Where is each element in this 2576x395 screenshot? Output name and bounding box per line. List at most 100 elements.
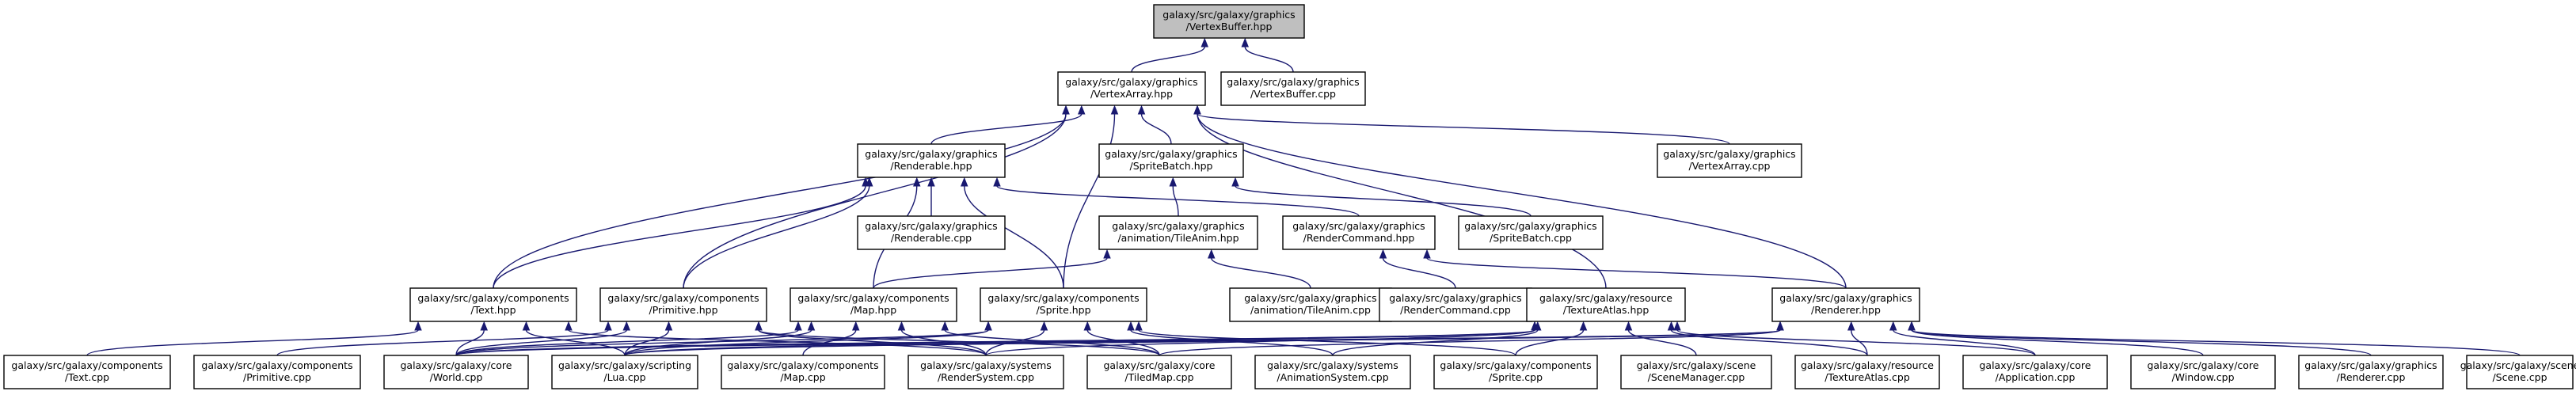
file-node-renderer-cpp[interactable]: galaxy/src/galaxy/graphics/Renderer.cpp	[2298, 355, 2444, 389]
edge-arrowhead	[1208, 249, 1216, 259]
node-path-label: galaxy/src/galaxy/scene	[2460, 359, 2576, 371]
edge-line	[1515, 329, 1585, 356]
edge-line	[1197, 113, 1847, 289]
file-node-renderer-hpp[interactable]: galaxy/src/galaxy/graphics/Renderer.hpp	[1771, 287, 1920, 322]
edge-arrowhead	[794, 321, 802, 331]
file-node-tileanim-cpp[interactable]: galaxy/src/galaxy/graphics/animation/Til…	[1229, 287, 1392, 322]
dependency-edge-vb_cpp-to-vb_hpp	[1241, 37, 1294, 73]
edge-arrowhead	[1667, 321, 1676, 331]
node-file-label: /World.cpp	[430, 371, 483, 383]
edge-arrowhead	[1193, 104, 1201, 115]
node-path-label: galaxy/src/galaxy/components	[727, 359, 878, 371]
node-path-label: galaxy/src/galaxy/graphics	[1162, 9, 1295, 21]
edge-arrowhead	[522, 321, 531, 331]
node-file-label: /animation/TileAnim.cpp	[1250, 304, 1371, 316]
node-box	[2466, 355, 2574, 389]
dependency-edge-world_cpp-to-map_hpp	[455, 321, 802, 356]
file-node-sprite-cpp[interactable]: galaxy/src/galaxy/components/Sprite.cpp	[1433, 355, 1598, 389]
node-file-label: /VertexBuffer.cpp	[1250, 88, 1336, 100]
file-node-va-hpp[interactable]: galaxy/src/galaxy/graphics/VertexArray.h…	[1057, 71, 1206, 106]
node-file-label: /VertexArray.cpp	[1689, 160, 1771, 172]
file-node-atlas-hpp[interactable]: galaxy/src/galaxy/resource/TextureAtlas.…	[1526, 287, 1686, 322]
edge-line	[455, 329, 485, 356]
dependency-edge-tileanim-to-spritebatch	[1169, 177, 1179, 217]
edge-line	[1211, 257, 1311, 289]
file-node-lua-cpp[interactable]: galaxy/src/galaxy/scripting/Lua.cpp	[551, 355, 698, 389]
file-node-tiledmap-cpp[interactable]: galaxy/src/galaxy/core/TiledMap.cpp	[1086, 355, 1232, 389]
file-node-window-cpp[interactable]: galaxy/src/galaxy/core/Window.cpp	[2130, 355, 2276, 389]
node-box	[1098, 143, 1244, 178]
file-node-spritebatch-cpp[interactable]: galaxy/src/galaxy/graphics/SpriteBatch.c…	[1458, 215, 1604, 250]
nodes-layer: galaxy/src/galaxy/graphics/VertexBuffer.…	[3, 4, 2576, 389]
file-node-world-cpp[interactable]: galaxy/src/galaxy/core/World.cpp	[383, 355, 529, 389]
node-file-label: /Map.hpp	[850, 304, 896, 316]
node-file-label: /Renderer.cpp	[2337, 371, 2406, 383]
edge-line	[1911, 329, 2372, 356]
edge-arrowhead	[1534, 321, 1542, 331]
file-node-scenemgr-cpp[interactable]: galaxy/src/galaxy/scene/SceneManager.cpp	[1620, 355, 1772, 389]
file-node-sprite-hpp[interactable]: galaxy/src/galaxy/components/Sprite.hpp	[980, 287, 1147, 322]
edge-line	[1197, 113, 1730, 145]
dependency-edge-animsys_cpp-to-atlas_hpp	[1332, 321, 1542, 356]
edge-arrowhead	[1127, 321, 1135, 331]
file-node-rendercmd-cpp[interactable]: galaxy/src/galaxy/graphics/RenderCommand…	[1379, 287, 1532, 322]
file-node-primitive-cpp[interactable]: galaxy/src/galaxy/components/Primitive.c…	[193, 355, 361, 389]
file-node-text-hpp[interactable]: galaxy/src/galaxy/components/Text.hpp	[409, 287, 577, 322]
edge-arrowhead	[1078, 104, 1086, 115]
dependency-edge-sprite_hpp-to-va_hpp	[1063, 104, 1119, 289]
node-box	[409, 287, 577, 322]
file-node-spritebatch[interactable]: galaxy/src/galaxy/graphics/SpriteBatch.h…	[1098, 143, 1244, 178]
node-file-label: /Scene.cpp	[2492, 371, 2547, 383]
dependency-edge-spritebatch_cpp-to-spritebatch	[1231, 177, 1532, 217]
file-node-app-cpp[interactable]: galaxy/src/galaxy/core/Application.cpp	[1962, 355, 2108, 389]
edge-line	[964, 185, 1064, 289]
node-box	[1254, 355, 1411, 389]
dependency-edge-sprite_cpp-to-atlas_hpp	[1515, 321, 1588, 356]
edge-arrowhead	[993, 177, 1001, 187]
node-path-label: galaxy/src/galaxy/core	[1979, 359, 2091, 371]
node-box	[1086, 355, 1232, 389]
node-file-label: /Renderer.hpp	[1811, 304, 1881, 316]
node-path-label: galaxy/src/galaxy/resource	[1801, 359, 1934, 371]
file-node-scene-cpp[interactable]: galaxy/src/galaxy/scene/Scene.cpp	[2460, 355, 2576, 389]
node-box	[551, 355, 698, 389]
edge-arrowhead	[1110, 104, 1119, 115]
node-path-label: galaxy/src/galaxy/components	[201, 359, 352, 371]
edge-arrowhead	[1908, 321, 1916, 331]
file-node-primitive-hpp[interactable]: galaxy/src/galaxy/components/Primitive.h…	[599, 287, 767, 322]
edges-layer	[86, 37, 2521, 356]
node-file-label: /Sprite.hpp	[1036, 304, 1090, 316]
file-node-text-cpp[interactable]: galaxy/src/galaxy/components/Text.cpp	[3, 355, 171, 389]
file-node-rendersys-cpp[interactable]: galaxy/src/galaxy/systems/RenderSystem.c…	[907, 355, 1064, 389]
node-path-label: galaxy/src/galaxy/scripting	[558, 359, 691, 371]
edge-arrowhead	[1776, 321, 1784, 331]
edge-arrowhead	[866, 177, 873, 187]
node-path-label: galaxy/src/galaxy/components	[607, 292, 759, 304]
file-node-animsys-cpp[interactable]: galaxy/src/galaxy/systems/AnimationSyste…	[1254, 355, 1411, 389]
file-node-map-cpp[interactable]: galaxy/src/galaxy/components/Map.cpp	[721, 355, 885, 389]
file-node-rendercmd[interactable]: galaxy/src/galaxy/graphics/RenderCommand…	[1282, 215, 1436, 250]
node-box	[3, 355, 171, 389]
node-path-label: galaxy/src/galaxy/graphics	[1112, 220, 1244, 232]
edge-line	[683, 113, 1067, 289]
file-node-renderable-cpp[interactable]: galaxy/src/galaxy/graphics/Renderable.cp…	[857, 215, 1006, 250]
node-file-label: /TextureAtlas.hpp	[1563, 304, 1649, 316]
file-node-vb-cpp[interactable]: galaxy/src/galaxy/graphics/VertexBuffer.…	[1220, 71, 1366, 106]
edge-arrowhead	[984, 321, 992, 331]
file-node-va-cpp[interactable]: galaxy/src/galaxy/graphics/VertexArray.c…	[1657, 143, 1802, 178]
node-box	[1153, 4, 1305, 39]
edge-line	[1197, 113, 1607, 289]
file-node-renderable[interactable]: galaxy/src/galaxy/graphics/Renderable.hp…	[857, 143, 1006, 178]
node-box	[1098, 215, 1258, 250]
file-node-atlas-cpp[interactable]: galaxy/src/galaxy/resource/TextureAtlas.…	[1794, 355, 1940, 389]
file-node-map-hpp[interactable]: galaxy/src/galaxy/components/Map.hpp	[790, 287, 957, 322]
edge-arrowhead	[1062, 104, 1070, 115]
edge-arrowhead	[1135, 321, 1143, 331]
node-file-label: /RenderCommand.hpp	[1303, 232, 1415, 244]
node-box	[2130, 355, 2276, 389]
dependency-edge-scenemgr_cpp-to-atlas_hpp	[1624, 321, 1697, 356]
node-file-label: /animation/TileAnim.hpp	[1117, 232, 1239, 244]
edge-line	[624, 329, 989, 356]
file-node-tileanim[interactable]: galaxy/src/galaxy/graphics/animation/Til…	[1098, 215, 1258, 250]
